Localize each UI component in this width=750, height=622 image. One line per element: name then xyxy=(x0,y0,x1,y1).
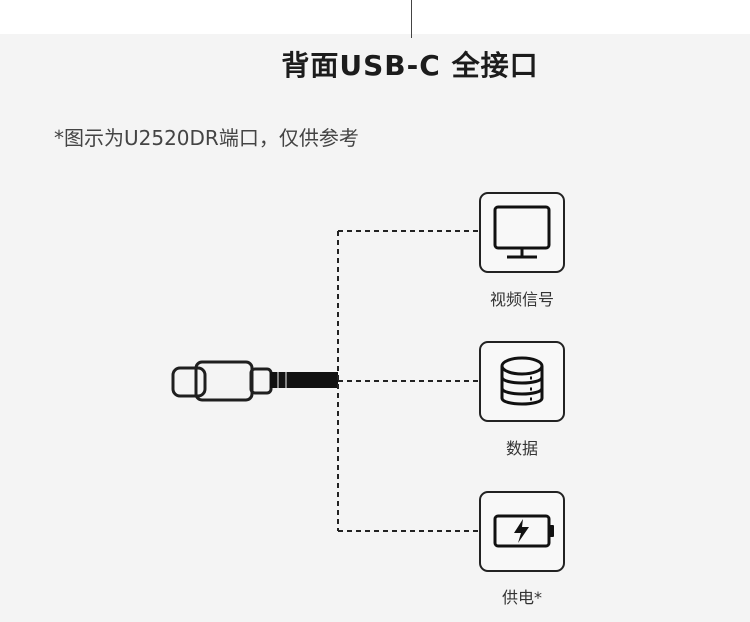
battery-charging-icon xyxy=(493,514,554,548)
usb-c-cable xyxy=(270,372,338,388)
data-box xyxy=(479,341,565,422)
top-band xyxy=(0,0,750,34)
monitor-icon xyxy=(493,205,551,259)
database-icon xyxy=(500,356,544,406)
dashed-connectors xyxy=(337,230,478,532)
page-title: 背面USB-C 全接口 xyxy=(281,49,539,82)
output-label-power: 供电* xyxy=(501,588,542,607)
video-signal-box xyxy=(479,192,565,273)
top-divider-line xyxy=(411,0,412,38)
port-note: *图示为U2520DR端口，仅供参考 xyxy=(54,126,359,150)
output-label-video: 视频信号 xyxy=(489,290,554,309)
usb-c-connector-icon xyxy=(171,360,273,402)
output-label-data: 数据 xyxy=(505,439,538,458)
power-box xyxy=(479,491,565,572)
